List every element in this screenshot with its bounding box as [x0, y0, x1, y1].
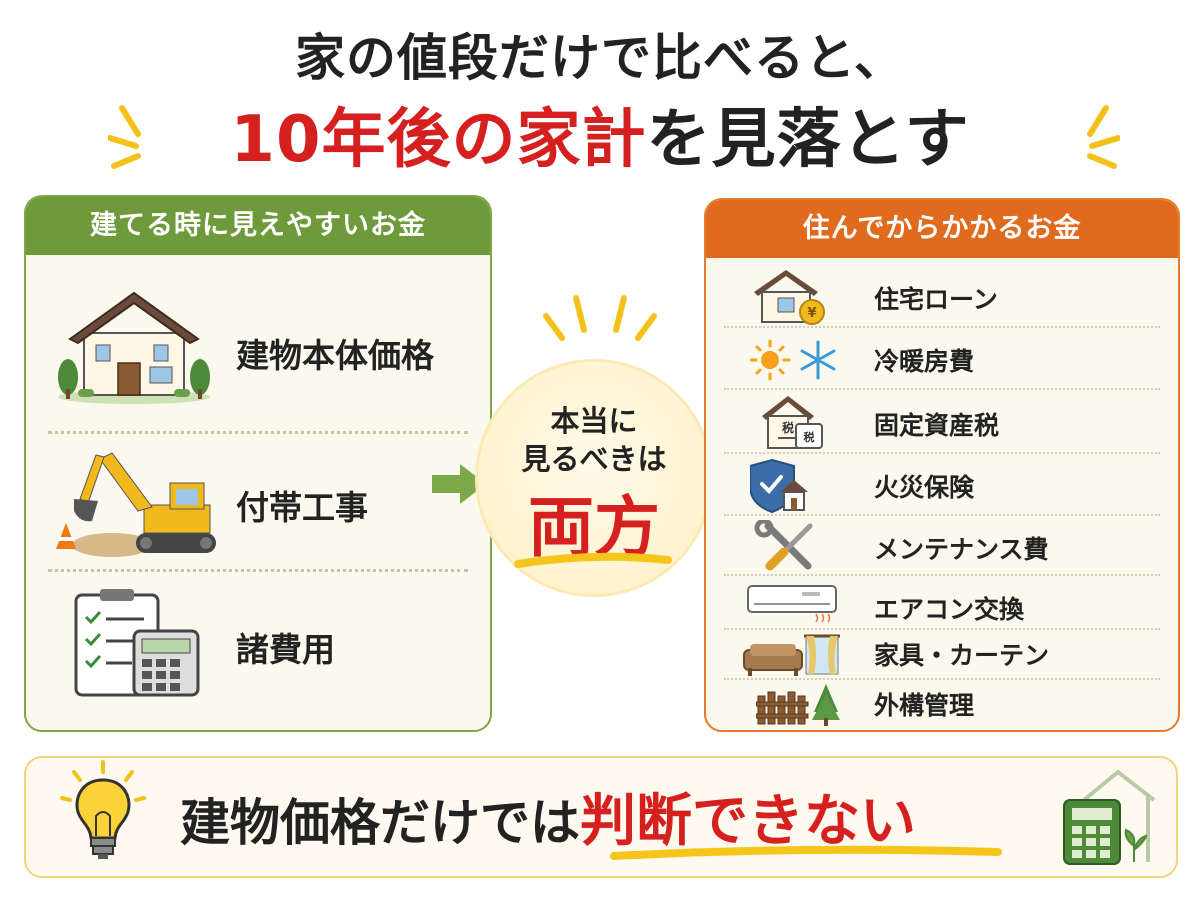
list-item: 諸費用 — [26, 577, 490, 727]
checklist-calculator-icon — [74, 589, 200, 697]
upfront-costs-title: 建てる時に見えやすいお金 — [26, 197, 490, 255]
item-label: 外構管理 — [874, 691, 975, 720]
list-item: メンテナンス費 — [706, 516, 1178, 576]
item-label: 固定資産税 — [874, 411, 1000, 440]
lightbulb-icon — [60, 760, 146, 859]
shield-house-icon — [750, 458, 808, 514]
center-line1: 本当に — [550, 404, 638, 438]
list-item: 税 税 固定資産税 — [706, 392, 1178, 452]
item-label: 住宅ローン — [874, 285, 998, 314]
conclusion-banner — [24, 756, 1178, 878]
divider — [724, 628, 1160, 630]
house-yen-icon: ¥ — [754, 270, 825, 325]
tools-icon — [754, 520, 813, 571]
house-icon — [58, 291, 210, 404]
headline-rest: を見落とす — [646, 103, 970, 177]
list-item: 家具・カーテン — [706, 630, 1178, 690]
sofa-curtain-icon — [743, 634, 840, 676]
headline-line2: 10年後の家計を見落とす — [0, 88, 1200, 180]
divider — [724, 388, 1160, 390]
arrow-right-green-icon — [432, 464, 486, 504]
item-label: エアコン交換 — [874, 595, 1025, 624]
divider — [48, 431, 468, 434]
list-item: 火災保険 — [706, 454, 1178, 514]
conclusion-underline — [610, 845, 1002, 860]
divider — [724, 452, 1160, 454]
list-item: 外構管理 — [706, 680, 1178, 730]
list-item: ¥ 住宅ローン — [706, 266, 1178, 326]
divider — [724, 326, 1160, 328]
list-item: 付帯工事 — [26, 437, 490, 577]
living-costs-panel: 住んでからかかるお金 ¥ 住宅ローン 冷 — [704, 198, 1180, 732]
upfront-costs-panel: 建てる時に見えやすいお金 建物本体価格 — [24, 195, 492, 732]
sparkle-icon — [543, 295, 657, 341]
list-item: 建物本体価格 — [26, 267, 490, 417]
tax-label-1: 税 — [782, 420, 794, 435]
headline-emphasis: 10年後の家計 — [230, 103, 647, 177]
tax-label-2: 税 — [804, 430, 815, 444]
air-conditioner-icon — [747, 585, 837, 623]
list-item: 冷暖房費 — [706, 328, 1178, 388]
conclusion-text: 建物価格だけでは判断できない — [180, 776, 916, 857]
divider — [724, 678, 1160, 680]
list-item: エアコン交換 — [706, 576, 1178, 636]
excavator-icon — [56, 452, 216, 557]
item-label: 諸費用 — [236, 630, 335, 669]
item-label: 火災保険 — [874, 473, 975, 502]
fence-tree-icon — [756, 684, 840, 726]
conclusion-lead: 建物価格だけでは — [180, 794, 580, 852]
burst-right-icon — [1087, 105, 1120, 169]
divider — [724, 574, 1160, 576]
tax-house-icon: 税 税 — [762, 396, 823, 449]
center-line2: 見るべきは — [521, 442, 667, 476]
burst-left-icon — [108, 105, 141, 169]
item-label: 建物本体価格 — [236, 336, 434, 375]
item-label: メンテナンス費 — [874, 535, 1049, 564]
item-label: 家具・カーテン — [874, 641, 1050, 670]
svg-text:¥: ¥ — [807, 306, 816, 321]
divider — [48, 569, 468, 572]
item-label: 付帯工事 — [236, 488, 368, 527]
calculator-house-icon — [1063, 769, 1156, 865]
living-costs-title: 住んでからかかるお金 — [706, 200, 1178, 258]
divider — [724, 514, 1160, 516]
conclusion-emphasis: 判断できない — [580, 789, 916, 854]
headline-line1: 家の値段だけで比べると、 — [295, 29, 905, 87]
underline-stroke — [514, 552, 672, 568]
sun-snowflake-icon — [750, 339, 836, 381]
item-label: 冷暖房費 — [874, 347, 975, 376]
